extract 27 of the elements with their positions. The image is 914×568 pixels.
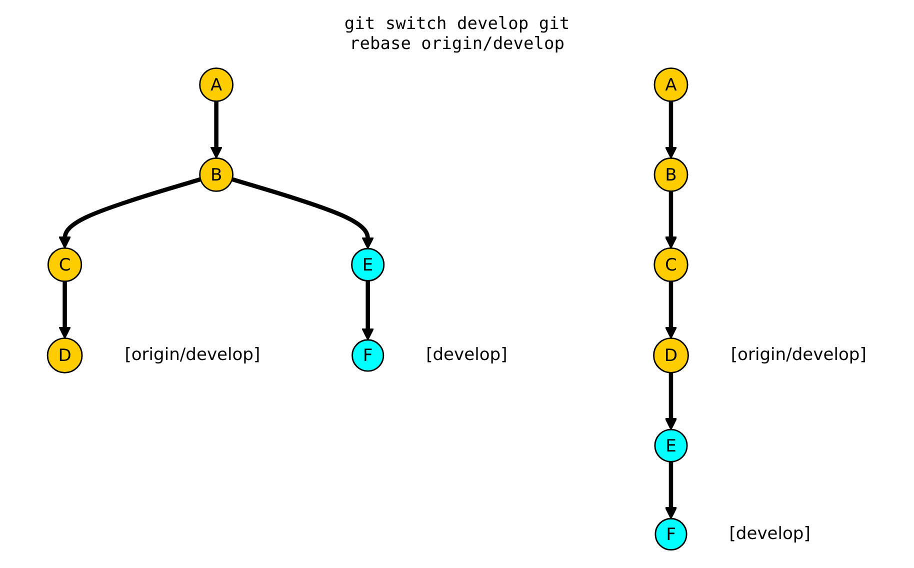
arrow bbox=[362, 280, 374, 340]
arrow bbox=[232, 177, 374, 250]
node-circle: C bbox=[47, 247, 82, 282]
arrow bbox=[664, 191, 678, 249]
branch-label: [origin/develop] bbox=[124, 345, 260, 366]
node-circle: A bbox=[199, 68, 234, 102]
arrow bbox=[664, 372, 678, 430]
node-circle: E bbox=[351, 248, 385, 282]
node-circle: C bbox=[654, 247, 688, 282]
branch-label: [origin/develop] bbox=[730, 345, 866, 366]
arrow bbox=[58, 177, 202, 249]
node-circle: F bbox=[352, 339, 384, 372]
node-circle: B bbox=[654, 157, 688, 192]
arrow bbox=[210, 101, 223, 159]
arrow bbox=[664, 462, 678, 520]
node-circle: D bbox=[653, 338, 689, 374]
node-circle: D bbox=[46, 338, 83, 374]
arrow bbox=[58, 281, 72, 339]
diagram-title: git switch develop git rebase origin/develop bbox=[343, 14, 571, 54]
node-circle: F bbox=[654, 518, 688, 550]
branch-label: [develop] bbox=[729, 524, 810, 544]
node-circle: B bbox=[199, 157, 234, 192]
node-circle: E bbox=[654, 428, 688, 462]
arrow bbox=[664, 101, 678, 159]
branch-label: [develop] bbox=[426, 345, 508, 366]
node-circle: A bbox=[654, 68, 688, 102]
arrow bbox=[664, 281, 678, 339]
